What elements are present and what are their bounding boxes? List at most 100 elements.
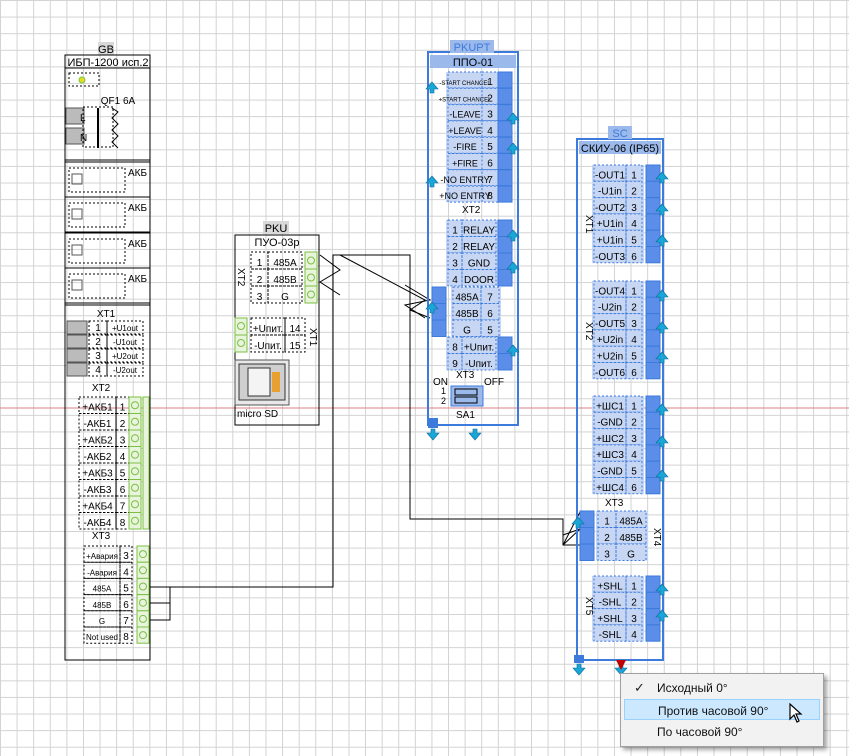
gb-xt3-row-6-screw-icon — [136, 594, 150, 612]
battery-slot-1[interactable]: АКБ — [64, 161, 151, 198]
pkupt-top-row-7-screw-icon — [497, 169, 513, 187]
gb-xt1-row-1[interactable]: 1+U1out — [88, 320, 144, 335]
checkmark-icon: ✓ — [634, 680, 645, 695]
pkupt-right-row-7-b: 7 — [487, 293, 493, 304]
pkupt-top-row-4-a: +LEAVE — [448, 126, 482, 136]
battery-slot-3[interactable]: АКБ — [64, 232, 151, 269]
pkupt-top-row-1-b: 1 — [487, 77, 493, 88]
gb-xt3-row-8-a: Not used — [86, 633, 118, 642]
battery-slot-2[interactable]: АКБ — [64, 196, 151, 233]
menu-item-ccw-90[interactable]: Против часовой 90° — [624, 699, 820, 720]
arrow-up-icon — [506, 261, 520, 274]
pkupt-top-row-6-a: +FIRE — [452, 159, 478, 169]
gb-xt1-row-2[interactable]: 2-U1out — [88, 334, 144, 349]
gb-block[interactable]: GB ИБП-1200 исп.2 QF1 6А L N АКБАКБАКБАК… — [64, 42, 151, 661]
gb-xt1-row-4-a: 4 — [95, 365, 101, 376]
sc-xt2-row-2-a: -U2in — [598, 303, 622, 314]
sc-xtsh-row-6-b: 6 — [631, 483, 637, 494]
pkupt-mid-row-1-a: 1 — [452, 226, 458, 237]
pku-xt2-row-1-b: 485A — [273, 258, 297, 269]
gb-xt3-row-3-screw-icon — [136, 545, 150, 563]
menu-item-original-0[interactable]: ✓ Исходный 0° — [634, 680, 728, 695]
gb-xt2-row-5-screw-icon — [128, 462, 142, 480]
arrow-up-icon — [655, 171, 669, 184]
gb-xt1-row-4[interactable]: 4-U2out — [88, 362, 144, 377]
pkupt-bottom-row-9[interactable]: 9-Uпит. — [446, 353, 513, 371]
pku-xt1-row-14[interactable]: +Uпит.14 — [250, 317, 306, 336]
sc-xt4-label: XT4 — [651, 528, 662, 547]
sc-xt4-row-2-b: 485B — [619, 533, 643, 544]
pku-xt1-row-15[interactable]: -Uпит.15 — [250, 334, 306, 353]
breaker-label: QF1 6А — [101, 96, 136, 107]
battery-slot-4[interactable]: АКБ — [64, 267, 151, 304]
gb-xt3-row-6-b: 6 — [123, 600, 129, 611]
pkupt-title: ППО-01 — [453, 57, 493, 69]
menu-item-cw-90[interactable]: По часовой 90° — [657, 725, 743, 739]
pkupt-bottom-row-8[interactable]: 8+Uпит. — [446, 336, 513, 354]
gb-xt1-row-3[interactable]: 3+U2out — [88, 348, 144, 363]
pkupt-top-row-2-b: 2 — [487, 93, 493, 104]
breaker-icon: L N — [65, 106, 119, 149]
